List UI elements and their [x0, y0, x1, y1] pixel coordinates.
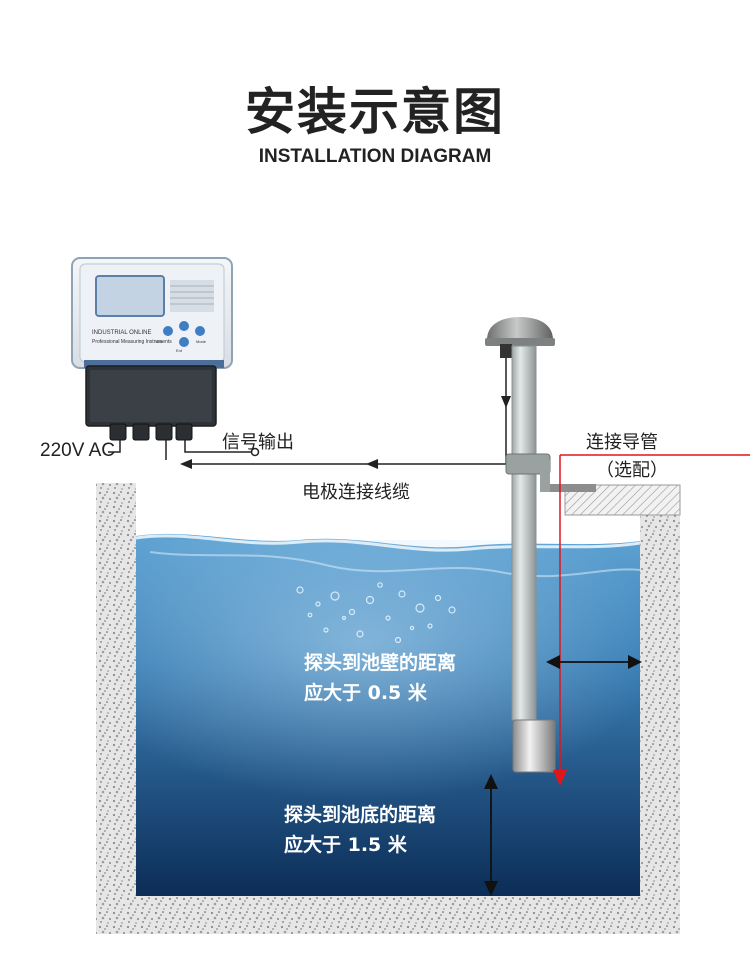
wall-distance-label-line1: 探头到池壁的距离 [304, 652, 457, 674]
probe-electrode [512, 719, 556, 773]
cable-glands [109, 423, 193, 441]
conduit-pipe [511, 345, 537, 721]
controller-button-mode[interactable]: Mode [196, 339, 207, 344]
conduit-optional-label: （选配） [596, 460, 668, 481]
tank-wall-right [640, 515, 680, 933]
tank-floor [96, 896, 680, 934]
arrow-to-controller [180, 459, 192, 469]
controller-button-ent[interactable]: Ent [176, 348, 183, 353]
bottom-distance-label-line1: 探头到池底的距离 [284, 804, 437, 826]
tank-wall-left [96, 483, 136, 933]
controller-unit [71, 257, 233, 441]
wall-distance-label-line2: 应大于 0.5 米 [304, 682, 427, 704]
electrode-cable-label: 电极连接线缆 [302, 482, 410, 503]
mounting-bracket [548, 484, 596, 492]
arrow-cable-down [501, 396, 511, 408]
power-label: 220V AC [40, 440, 115, 461]
bottom-distance-label-line2: 应大于 1.5 米 [284, 834, 407, 856]
sensor-assembly [485, 317, 596, 773]
signal-output-label: 信号输出 [222, 432, 294, 453]
wall-distance-arrow [546, 655, 642, 669]
bottom-distance-arrow [484, 774, 498, 896]
controller-lcd-screen [95, 275, 165, 317]
controller-brand-line1: INDUSTRIAL ONLINE [92, 330, 152, 336]
page-subtitle: INSTALLATION DIAGRAM [258, 146, 492, 167]
controller-brand-line2: Professional Measuring Instruments [92, 339, 172, 345]
arrow-cable-mid [366, 459, 378, 469]
page-title: 安装示意图 [245, 83, 505, 141]
signal-output-terminal [250, 447, 260, 457]
conduit-label: 连接导管 [586, 432, 658, 453]
red-guide [553, 454, 750, 786]
water-bubbles [296, 582, 456, 644]
controller-button-esc[interactable]: Esc [156, 339, 163, 344]
